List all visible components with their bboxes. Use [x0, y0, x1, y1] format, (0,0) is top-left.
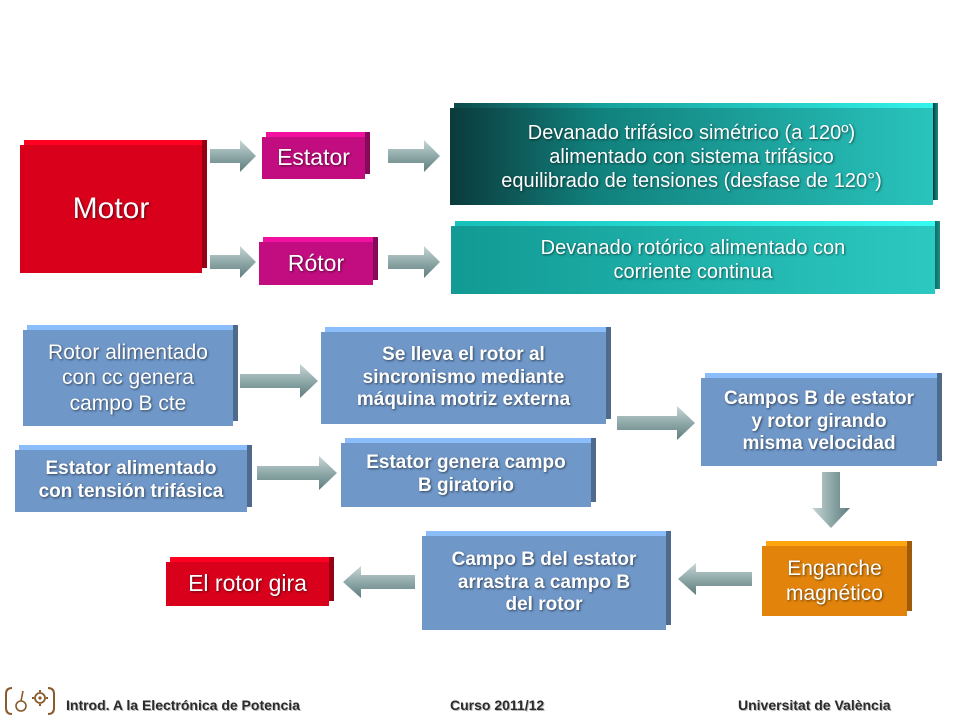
enganche-line1: Enganche — [787, 556, 882, 580]
arrow-sincronismo-campos — [617, 406, 695, 440]
campos-line1: Campos B de estator — [723, 387, 915, 409]
arrastra-line3: del rotor — [505, 594, 583, 616]
estator-genera-box: Estator genera campo B giratorio — [341, 443, 591, 507]
rotor-cc-line2: con cc genera — [62, 366, 194, 390]
university-logo-icon — [5, 687, 55, 715]
motor-box: Motor — [20, 145, 202, 273]
enganche-line2: magnético — [786, 582, 883, 605]
arrow-enganche-arrastra — [678, 563, 752, 595]
arrastra-box: Campo B del estator arrastra a campo B d… — [422, 536, 666, 630]
rotor-desc-box: Devanado rotórico alimentado con corrien… — [451, 226, 935, 294]
estator-desc-box: Devanado trifásico simétrico (a 120º) al… — [450, 108, 933, 205]
arrow-motor-rotor — [210, 246, 256, 278]
rotor-gira-box: El rotor gira — [166, 562, 329, 606]
arrastra-line1: Campo B del estator — [451, 548, 637, 570]
campos-box: Campos B de estator y rotor girando mism… — [701, 378, 937, 466]
arrow-campos-enganche — [812, 472, 850, 528]
rotor-cc-box: Rotor alimentado con cc genera campo B c… — [23, 330, 233, 426]
estator-trif-line2: con tensión trifásica — [38, 481, 224, 502]
rotor-gira-label: El rotor gira — [188, 570, 307, 597]
arrow-rotor-desc — [388, 246, 440, 278]
rotor-desc-line1: Devanado rotórico alimentado con — [540, 237, 846, 259]
rotor-cc-line1: Rotor alimentado — [48, 341, 208, 365]
estator-genera-line2: B giratorio — [417, 475, 515, 496]
sincronismo-box: Se lleva el rotor al sincronismo mediant… — [321, 332, 606, 424]
sincronismo-line3: máquina motriz externa — [356, 389, 571, 411]
estator-box: Estator — [262, 137, 365, 179]
footer-course-name: Introd. A la Electrónica de Potencia — [66, 697, 300, 713]
estator-genera-line1: Estator genera campo — [366, 452, 566, 474]
rotor-cc-line3: campo B cte — [69, 391, 187, 415]
estator-desc-line3: equilibrado de tensiones (desfase de 120… — [501, 169, 882, 192]
arrow-estator-desc — [388, 140, 440, 172]
enganche-box: Enganche magnético — [762, 546, 907, 616]
estator-desc-line1: Devanado trifásico simétrico (a 120º) — [527, 121, 856, 144]
motor-label: Motor — [72, 192, 150, 225]
campos-line3: misma velocidad — [742, 433, 896, 455]
footer-course-year: Curso 2011/12 — [450, 697, 545, 713]
rotor-desc-line2: corriente continua — [613, 261, 773, 283]
estator-trif-box: Estator alimentado con tensión trifásica — [15, 450, 247, 512]
footer-university: Universitat de València — [738, 697, 891, 713]
campos-line2: y rotor girando — [751, 410, 887, 432]
arrow-arrastra-gira — [343, 566, 415, 598]
arrow-motor-estator — [210, 140, 256, 172]
arrastra-line2: arrastra a campo B — [457, 571, 631, 593]
arrow-rotorcc-sincronismo — [240, 364, 318, 398]
estator-desc-line2: alimentado con sistema trifásico — [549, 145, 834, 168]
arrow-estatortrif-genera — [257, 456, 337, 490]
rotor-label: Rótor — [287, 249, 345, 276]
rotor-box: Rótor — [259, 242, 373, 285]
estator-label: Estator — [277, 144, 350, 171]
sincronismo-line1: Se lleva el rotor al — [382, 343, 545, 365]
estator-trif-line1: Estator alimentado — [45, 458, 217, 480]
sincronismo-line2: sincronismo mediante — [362, 366, 565, 388]
